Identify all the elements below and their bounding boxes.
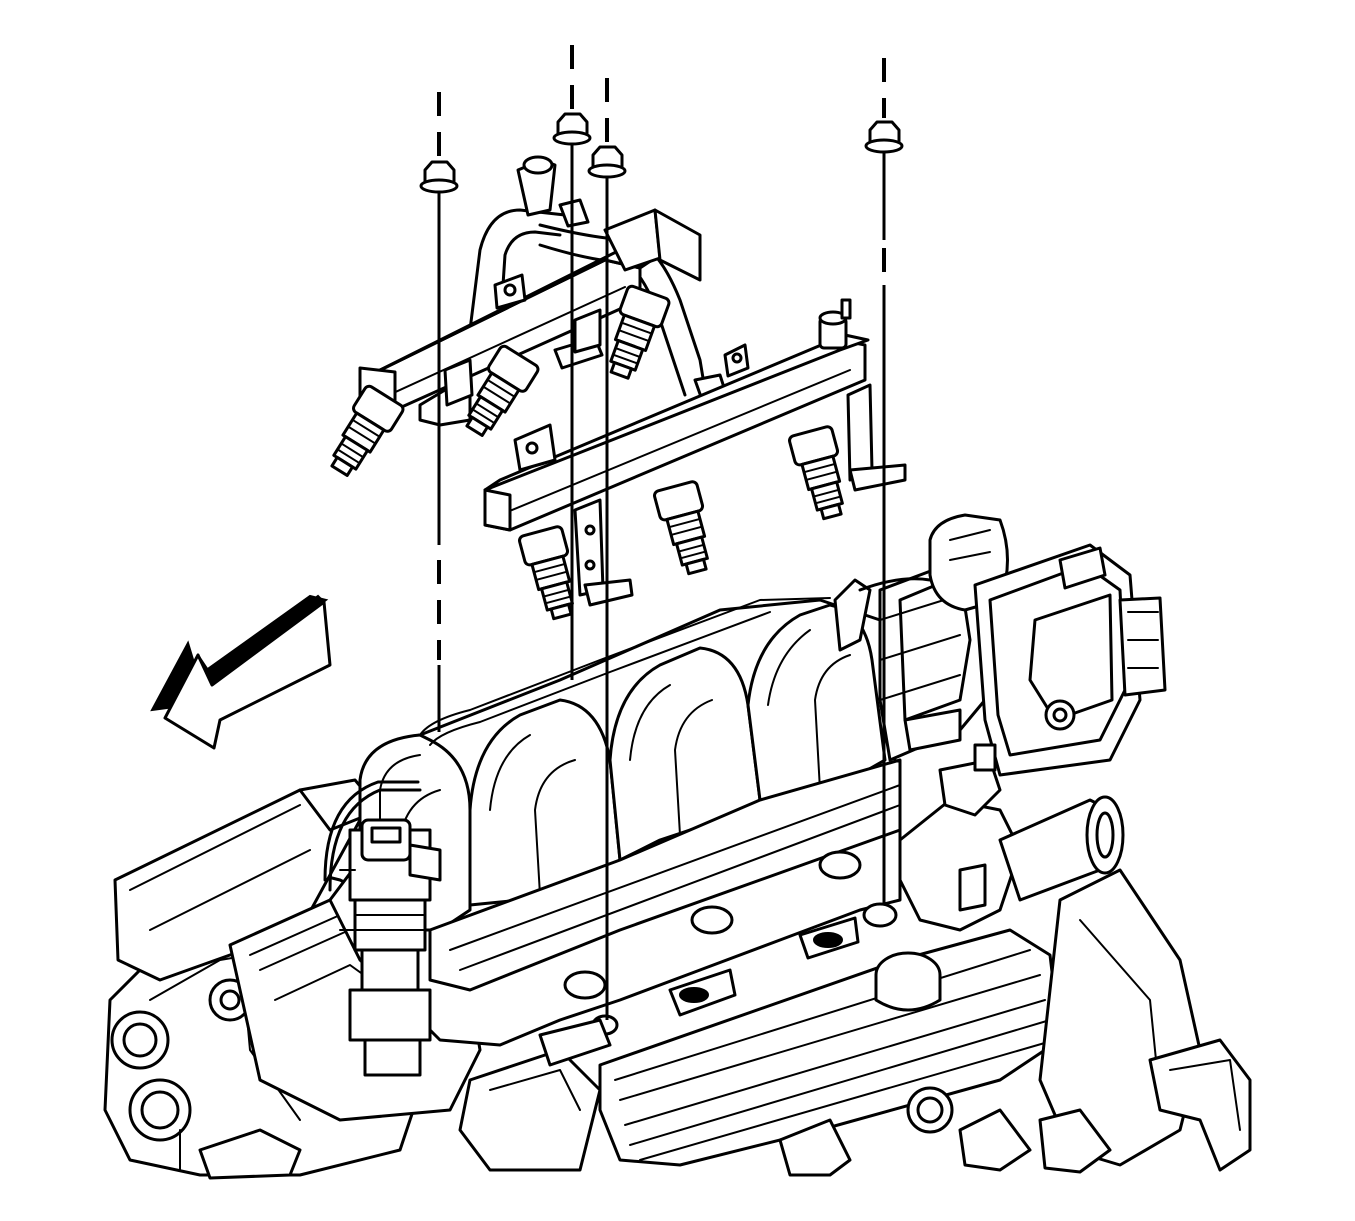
fuel-injector-3 <box>609 284 671 380</box>
front-direction-arrow <box>150 594 332 750</box>
fuel-rail-assembly <box>358 155 907 607</box>
fuel-rail-bolt-1 <box>419 92 459 732</box>
throttle-body <box>833 513 1167 777</box>
fuel-injector-2 <box>465 344 540 437</box>
fuel-injector-6 <box>788 425 844 521</box>
intake-manifold <box>328 597 902 1067</box>
manifold-sensor <box>323 780 442 1077</box>
fuel-injector-4 <box>518 525 574 621</box>
fuel-rail-bolt-3 <box>587 78 627 1020</box>
fuel-rail-bolt-4 <box>864 58 904 905</box>
water-outlet <box>898 743 1125 932</box>
engine-block <box>103 778 1252 1180</box>
fuel-rail-bolts <box>419 45 904 1020</box>
fuel-rail-bolt-2 <box>552 45 592 680</box>
fuel-injectors <box>330 284 844 621</box>
fuel-injector-5 <box>653 480 709 576</box>
fuel-injector-1 <box>330 384 405 477</box>
